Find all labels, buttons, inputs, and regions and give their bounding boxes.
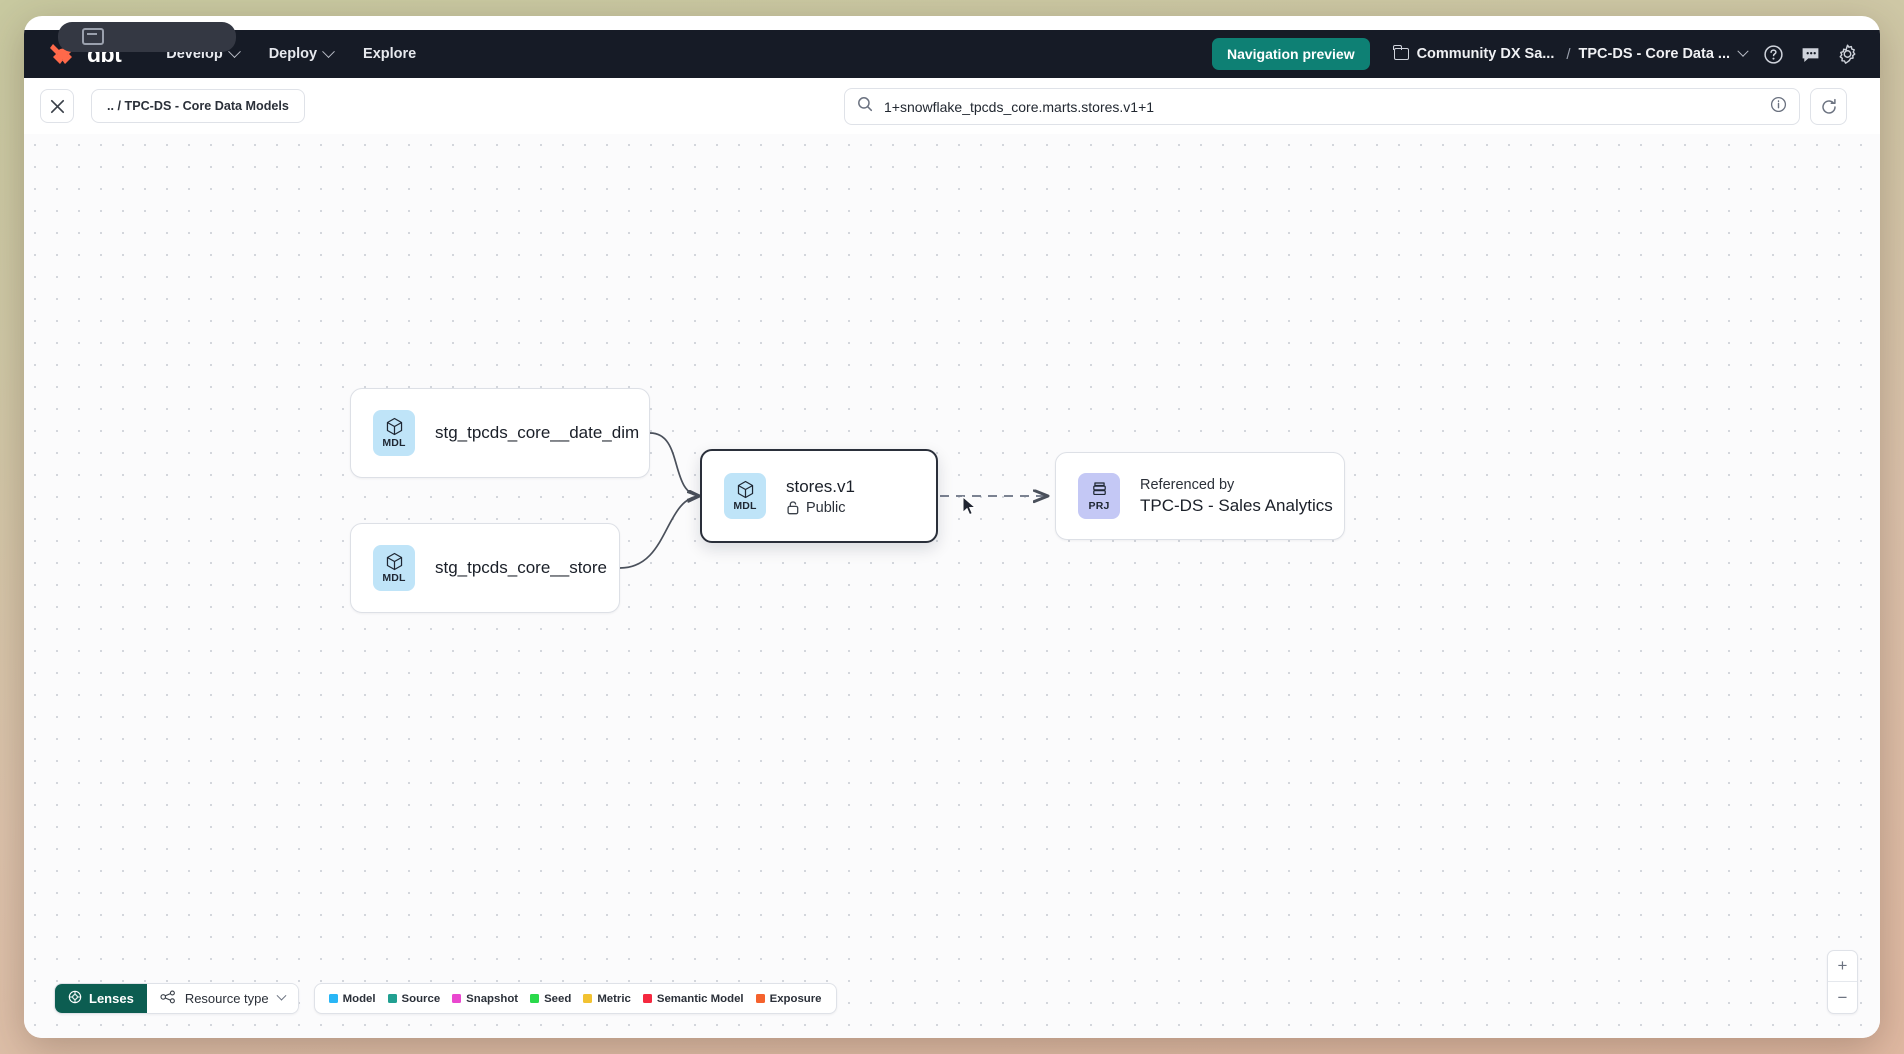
window-icon — [82, 28, 104, 45]
legend-item-seed: Seed — [530, 993, 571, 1005]
graph-node-stg-store[interactable]: MDL stg_tpcds_core__store — [350, 523, 620, 613]
browser-tab-handle[interactable] — [58, 22, 236, 52]
nav-item-explore[interactable]: Explore — [348, 39, 431, 69]
nodes-icon — [160, 990, 176, 1007]
unlock-icon — [787, 501, 799, 515]
edge-date-dim-to-stores — [649, 432, 700, 496]
node-badge-project: PRJ — [1078, 473, 1120, 519]
node-title: stg_tpcds_core__store — [435, 558, 607, 577]
node-badge-model: MDL — [724, 473, 766, 519]
legend-swatch — [387, 994, 397, 1003]
edge-store-to-stores — [619, 496, 700, 569]
legend-label: Semantic Model — [656, 992, 744, 1005]
chevron-down-icon — [1737, 45, 1749, 57]
legend-swatch — [755, 994, 765, 1003]
navigation-preview-button[interactable]: Navigation preview — [1211, 38, 1370, 70]
legend-item-exposure: Exposure — [755, 992, 822, 1005]
lineage-graph-canvas[interactable]: MDL stg_tpcds_core__date_dim MDL stg_tpc… — [24, 134, 1880, 1038]
node-text-block: Referenced by TPC-DS - Sales Analytics — [1140, 477, 1333, 516]
cube-icon — [737, 480, 753, 499]
node-title: TPC-DS - Sales Analytics — [1140, 495, 1333, 515]
node-badge-label: MDL — [382, 572, 406, 584]
nav-item-deploy[interactable]: Deploy — [254, 39, 348, 69]
node-title: stg_tpcds_core__date_dim — [435, 423, 640, 442]
legend-label: Source — [401, 992, 441, 1005]
refresh-button[interactable] — [1810, 88, 1847, 125]
filter-pill-group: Lenses Resource type — [54, 983, 299, 1014]
folder-icon — [1392, 44, 1409, 60]
primary-nav: Develop Deploy Explore — [151, 39, 431, 69]
legend-label: Metric — [597, 992, 631, 1005]
legend-item-metric: Metric — [583, 993, 631, 1005]
graph-node-stores-v1[interactable]: MDL stores.v1 Public — [700, 449, 938, 543]
lens-icon — [68, 990, 82, 1007]
legend-swatch — [530, 994, 540, 1003]
cube-icon — [386, 552, 402, 571]
legend-item-model: Model — [328, 992, 376, 1005]
breadcrumb-account-label: Community DX Sa... — [1416, 46, 1555, 62]
feedback-icon[interactable] — [1800, 44, 1821, 65]
node-badge-model: MDL — [373, 410, 415, 456]
lineage-edges — [619, 432, 1880, 569]
graph-node-referenced-by-project[interactable]: PRJ Referenced by TPC-DS - Sales Analyti… — [1055, 452, 1345, 540]
legend-item-snapshot: Snapshot — [452, 993, 518, 1005]
legend-swatch — [328, 994, 338, 1003]
breadcrumb-project-label: TPC-DS - Core Data ... — [1578, 46, 1730, 62]
bottom-toolbar: Lenses Resource type — [54, 983, 837, 1014]
breadcrumb-separator: / — [1566, 45, 1571, 63]
legend-item-source: Source — [387, 992, 441, 1005]
breadcrumb-project[interactable]: TPC-DS - Core Data ... — [1578, 45, 1749, 62]
zoom-out-button[interactable]: − — [1837, 987, 1848, 1007]
legend-swatch — [583, 994, 593, 1003]
legend-item-semantic-model: Semantic Model — [642, 992, 744, 1005]
chevron-down-icon — [276, 990, 287, 1001]
close-icon — [50, 99, 64, 113]
lenses-button[interactable]: Lenses — [55, 984, 147, 1013]
breadcrumb-account[interactable]: Community DX Sa... — [1390, 41, 1559, 67]
search-icon — [857, 96, 873, 117]
info-icon[interactable] — [1770, 96, 1787, 118]
nav-right-cluster: Navigation preview Community DX Sa... / … — [1211, 38, 1880, 70]
graph-node-stg-date-dim[interactable]: MDL stg_tpcds_core__date_dim — [350, 388, 650, 478]
resource-type-legend: Model Source Snapshot Seed Metric — [313, 983, 837, 1014]
legend-label: Exposure — [769, 992, 822, 1005]
settings-icon[interactable] — [1837, 44, 1858, 65]
help-icon[interactable] — [1763, 44, 1784, 65]
node-badge-model: MDL — [373, 545, 415, 591]
path-breadcrumb-chip[interactable]: .. / TPC-DS - Core Data Models — [91, 89, 305, 123]
zoom-controls: + − — [1827, 950, 1858, 1014]
chevron-down-icon — [322, 44, 335, 58]
nav-item-explore-label: Explore — [363, 46, 417, 62]
lineage-toolbar: .. / TPC-DS - Core Data Models — [24, 78, 1880, 134]
lenses-label: Lenses — [89, 991, 134, 1006]
refresh-icon — [1821, 98, 1836, 114]
nav-item-deploy-label: Deploy — [268, 46, 318, 62]
search-area — [844, 88, 1847, 125]
legend-label: Snapshot — [466, 992, 519, 1005]
node-badge-label: PRJ — [1088, 500, 1110, 512]
lineage-search-box[interactable] — [844, 88, 1800, 125]
legend-label: Model — [342, 992, 376, 1005]
node-access-badge: Public — [786, 500, 855, 516]
node-badge-label: MDL — [733, 500, 757, 512]
top-navigation-bar: dbt Develop Deploy Explore Navigation pr… — [24, 30, 1880, 78]
zoom-in-button[interactable]: + — [1828, 951, 1857, 982]
node-access-label: Public — [806, 499, 846, 516]
resource-type-dropdown[interactable]: Resource type — [146, 984, 298, 1013]
node-title: stores.v1 — [786, 476, 855, 496]
resource-type-label: Resource type — [184, 991, 269, 1006]
node-kicker: Referenced by — [1140, 476, 1235, 493]
browser-window: dbt Develop Deploy Explore Navigation pr… — [24, 16, 1880, 1038]
node-badge-label: MDL — [382, 437, 406, 449]
legend-swatch — [642, 994, 652, 1003]
cube-icon — [386, 417, 402, 436]
legend-swatch — [452, 994, 462, 1003]
project-stack-icon — [1092, 482, 1106, 496]
search-input[interactable] — [884, 98, 1759, 115]
legend-label: Seed — [544, 992, 572, 1005]
close-button[interactable] — [40, 89, 74, 123]
node-text-block: stores.v1 Public — [786, 477, 855, 516]
